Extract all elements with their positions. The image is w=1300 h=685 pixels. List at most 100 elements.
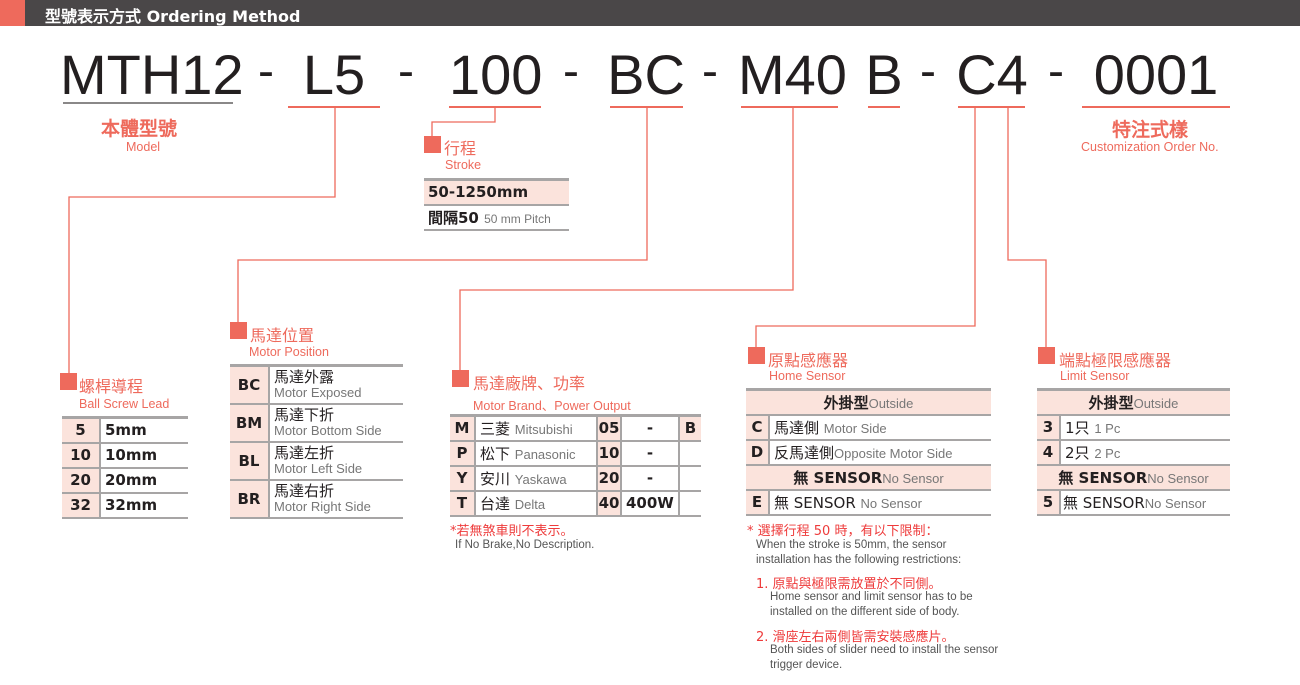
stroke-restriction-en: When the stroke is 50mm, the sensor inst… [756,539,962,566]
stroke-table: 50-1250mm 間隔50 50 mm Pitch [424,178,569,231]
brand-code: M [450,414,476,442]
limit-zh: 2只 [1065,443,1090,462]
custom-label-zh: 特注式樣 [1112,119,1189,141]
stroke-restriction-title: * 選擇行程 50 時，有以下限制： [747,524,939,539]
outside-en: Outside [1133,395,1179,411]
none-en: No Sensor [1147,470,1209,486]
connector-lead [68,107,336,373]
connector-stroke [431,107,496,137]
code-stroke: 100 [449,43,543,106]
model-label-en: Model [126,140,161,154]
limit-label-zh: 端點極限感應器 [1059,351,1172,370]
limit-zh: 無 SENSOR [1063,493,1145,512]
brand-code: P [450,440,476,467]
code-motor: M40 [738,43,847,106]
underline-sensor [958,106,1025,108]
lead-value: 5mm [100,416,188,444]
brand-marker [452,370,469,387]
power-value: - [621,440,680,467]
code-model: MTH12 [60,43,244,106]
home-code: D [746,439,770,466]
home-zh: 反馬達側 [774,443,835,462]
lead-code: 20 [62,467,101,494]
section-title: 型號表示方式 Ordering Method [45,7,301,26]
connector-home [755,107,976,347]
code-sensor: C4 [956,43,1028,106]
underline-position [610,106,683,108]
outside-en: Outside [868,395,914,411]
home-marker [748,347,765,364]
power-value: - [621,414,680,442]
separator: - [1048,45,1064,98]
separator: - [563,45,579,98]
lead-code: 10 [62,442,101,469]
lead-value: 20mm [100,467,188,494]
brand-zh: 安川 [480,469,511,488]
brand-code: T [450,490,476,517]
note-2-en: Both sides of slider need to install the… [770,644,999,671]
position-code: BL [230,441,270,481]
brand-en: Mitsubishi [514,421,573,437]
home-zh: 無 SENSOR [774,493,856,512]
code-lead: L5 [302,43,366,106]
note-2-zh: 2. 滑座左右兩側皆需安裝感應片。 [756,630,955,645]
power-code: 40 [597,490,622,517]
home-zh: 馬達側 [774,418,820,437]
brand-code: Y [450,465,476,492]
power-value: - [621,465,680,492]
limit-label-en: Limit Sensor [1060,369,1130,383]
underline-model [63,102,233,104]
brand-zh: 三菱 [480,419,511,438]
lead-marker [60,373,77,390]
underline-stroke [449,106,541,108]
stroke-label-en: Stroke [445,158,482,172]
underline-custom [1082,106,1230,108]
position-zh: 馬達外露 [274,367,335,386]
brand-en: Delta [514,496,546,512]
header-accent-block [0,0,25,26]
stroke-pitch-zh: 間隔50 [428,208,479,227]
home-label-en: Home Sensor [769,369,846,383]
none-zh: 無 SENSOR [793,468,883,487]
home-label-zh: 原點感應器 [768,351,849,370]
model-label-zh: 本體型號 [101,118,178,140]
code-brake: B [865,43,903,106]
lead-value: 32mm [100,492,188,519]
position-zh: 馬達左折 [274,443,335,462]
brand-en: Yaskawa [514,471,567,487]
stroke-range: 50-1250mm [424,178,569,206]
position-zh: 馬達下折 [274,405,335,424]
lead-label-en: Ball Screw Lead [79,397,170,411]
separator: - [920,45,936,98]
position-zh: 馬達右折 [274,481,335,500]
brand-en: Panasonic [514,446,576,462]
home-en: Opposite Motor Side [834,445,953,461]
position-label-zh: 馬達位置 [250,326,315,345]
note-1-en: Home sensor and limit sensor has to be i… [770,591,973,618]
connector-limit [1007,107,1047,347]
power-value: 400W [621,490,680,517]
lead-value: 10mm [100,442,188,469]
stroke-label-zh: 行程 [444,139,477,158]
separator: - [258,45,274,98]
home-code: C [746,414,770,441]
note-1-zh: 1. 原點與極限需放置於不同側。 [756,577,942,592]
none-zh: 無 SENSOR [1058,468,1148,487]
separator: - [702,45,718,98]
